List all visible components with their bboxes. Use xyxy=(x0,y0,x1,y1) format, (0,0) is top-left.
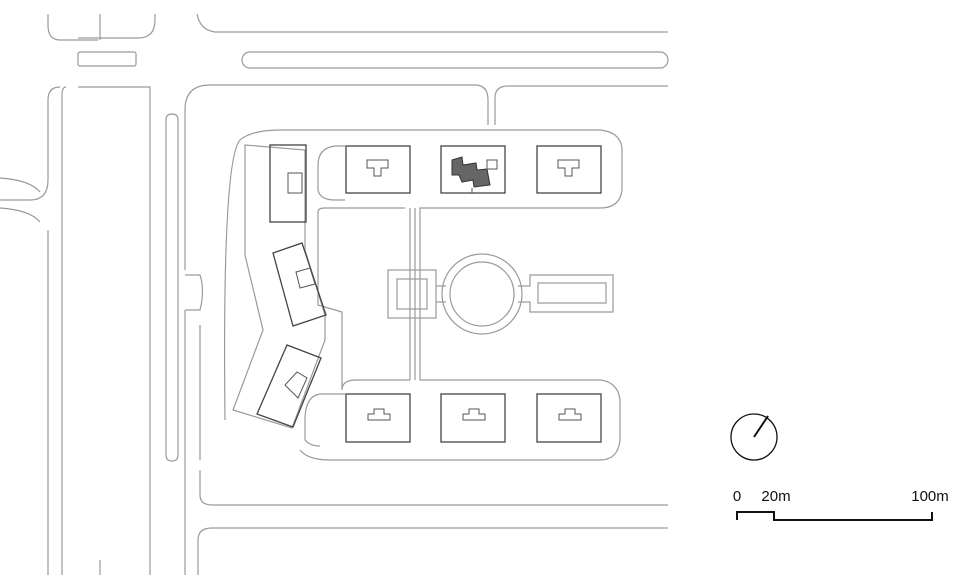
building-top-2-highlight xyxy=(440,145,506,194)
building-bottom-2 xyxy=(440,393,506,443)
building-left-3 xyxy=(256,344,322,428)
scale-label-100m: 100m xyxy=(911,488,949,505)
building-bottom-1 xyxy=(345,393,411,443)
central-plaza xyxy=(387,253,614,335)
north-arrow-icon xyxy=(730,413,778,461)
scale-label-0: 0 xyxy=(733,488,741,505)
building-top-1 xyxy=(345,145,411,194)
scale-bar: 0 20m 100m xyxy=(733,488,949,521)
scale-label-20m: 20m xyxy=(761,488,790,505)
building-bottom-3 xyxy=(536,393,602,443)
site-paths xyxy=(223,129,623,461)
road-network xyxy=(0,13,669,575)
building-left-2 xyxy=(272,242,327,327)
top-buildings xyxy=(345,145,602,194)
building-left-1 xyxy=(269,144,307,223)
building-top-3 xyxy=(536,145,602,194)
left-buildings xyxy=(232,144,327,429)
bottom-buildings xyxy=(345,393,602,443)
